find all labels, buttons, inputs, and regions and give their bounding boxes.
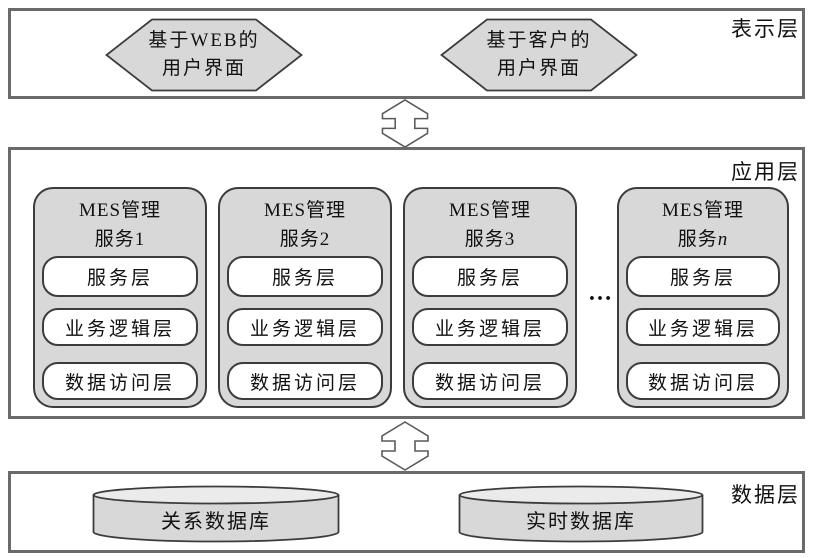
client-ui-line2: 用户界面 [496,58,581,79]
mes-service-card-n: MES管理 服务n 服务层 业务逻辑层 数据访问层 [617,187,789,408]
data-access-layer-box: 数据访问层 [42,362,198,400]
card-title-line1: MES管理 [78,200,162,221]
service-layer-box: 服务层 [626,256,780,297]
data-access-layer-box: 数据访问层 [227,362,383,400]
service-number: 2 [319,229,331,250]
mes-service-card-1: MES管理 服务1 服务层 业务逻辑层 数据访问层 [33,187,207,408]
updown-arrow-bottom-icon [381,421,429,471]
relational-db-cylinder: 关系数据库 [92,485,340,543]
card-title-line1: MES管理 [661,200,745,221]
updown-arrow-top-icon [381,99,429,148]
presentation-layer-label: 表示层 [731,17,800,41]
application-layer-label: 应用层 [731,160,800,184]
service-number: 3 [504,229,516,250]
service-number: 1 [134,229,146,250]
card-title-line2: 服务n [677,229,729,250]
web-ui-hexagon: 基于WEB的 用户界面 [105,18,303,92]
hexagon-shape-icon [105,18,303,92]
card-title: MES管理 服务n [619,189,787,254]
services-ellipsis: … [588,280,612,306]
db-label: 关系数据库 [161,510,271,533]
web-ui-line1: 基于WEB的 [148,30,260,51]
service-layer-box: 服务层 [412,256,568,297]
business-logic-layer-box: 业务逻辑层 [626,308,780,346]
business-logic-layer-box: 业务逻辑层 [227,308,383,346]
service-layer-box: 服务层 [227,256,383,297]
mes-service-card-3: MES管理 服务3 服务层 业务逻辑层 数据访问层 [403,187,577,408]
card-title-line2: 服务3 [464,229,516,250]
card-title: MES管理 服务2 [220,189,390,254]
web-ui-line2: 用户界面 [161,58,246,79]
hexagon-shape-icon [440,18,638,92]
business-logic-layer-box: 业务逻辑层 [412,308,568,346]
client-ui-line1: 基于客户的 [486,30,592,51]
data-layer-label: 数据层 [731,483,800,507]
data-access-layer-box: 数据访问层 [412,362,568,400]
service-number: n [717,229,729,250]
cylinder-shape-icon [458,485,704,543]
client-ui-hexagon: 基于客户的 用户界面 [440,18,638,92]
cylinder-shape-icon [92,485,340,543]
business-logic-layer-box: 业务逻辑层 [42,308,198,346]
card-title-line1: MES管理 [263,200,347,221]
card-title-line2: 服务1 [94,229,146,250]
mes-service-card-2: MES管理 服务2 服务层 业务逻辑层 数据访问层 [218,187,392,408]
service-layer-box: 服务层 [42,256,198,297]
card-title-line2: 服务2 [279,229,331,250]
realtime-db-cylinder: 实时数据库 [458,485,704,543]
card-title: MES管理 服务3 [405,189,575,254]
card-title-line1: MES管理 [448,200,532,221]
data-access-layer-box: 数据访问层 [626,362,780,400]
db-label: 实时数据库 [526,510,636,533]
card-title: MES管理 服务1 [35,189,205,254]
